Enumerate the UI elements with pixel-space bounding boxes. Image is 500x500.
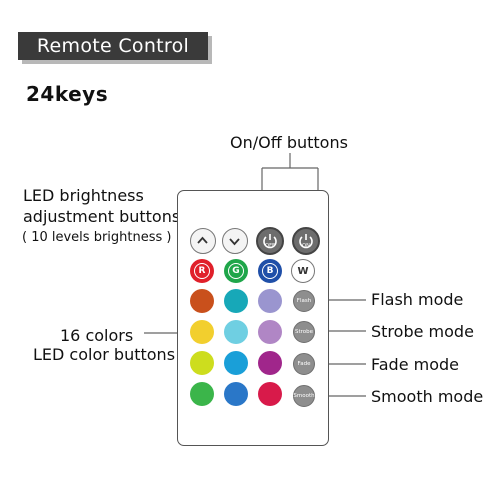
color-button-orange[interactable] — [190, 289, 214, 313]
brightness-up-button[interactable] — [190, 228, 216, 254]
red-button-label: R — [194, 263, 210, 279]
color-button-magenta[interactable] — [258, 351, 282, 375]
power-on-button[interactable]: ON — [292, 227, 320, 255]
strobe-button[interactable]: Strobe — [293, 321, 315, 343]
brightness-label-line3: ( 10 levels brightness ) — [22, 230, 172, 245]
brightness-label-line1: LED brightness — [23, 186, 144, 205]
power-off-button[interactable]: OFF — [256, 227, 284, 255]
chevron-up-icon — [197, 236, 208, 244]
color-button-crimson[interactable] — [258, 382, 282, 406]
color-button-bright-green[interactable] — [190, 382, 214, 406]
color-button-teal[interactable] — [224, 289, 248, 313]
colors-label-line1: 16 colors — [60, 326, 134, 345]
green-button[interactable]: G — [224, 259, 248, 283]
brightness-label-line2: adjustment buttons — [23, 207, 181, 226]
fade-mode-label: Fade mode — [371, 355, 459, 374]
color-button-sky-blue[interactable] — [224, 351, 248, 375]
red-button[interactable]: R — [190, 259, 214, 283]
power-on-text: ON — [302, 243, 310, 249]
blue-button[interactable]: B — [258, 259, 282, 283]
smooth-mode-label: Smooth mode — [371, 387, 484, 406]
chevron-down-icon — [229, 238, 240, 246]
strobe-mode-label: Strobe mode — [371, 322, 474, 341]
color-button-royal-blue[interactable] — [224, 382, 248, 406]
green-button-label: G — [228, 263, 244, 279]
colors-label-line2: LED color buttons — [33, 345, 176, 364]
white-button-label: W — [297, 265, 309, 277]
color-button-lime[interactable] — [190, 351, 214, 375]
blue-button-label: B — [262, 263, 278, 279]
fade-button-label: Fade — [297, 361, 311, 367]
strobe-button-label: Strobe — [294, 329, 314, 335]
flash-button-label: Flash — [296, 298, 312, 304]
white-button[interactable]: W — [291, 259, 315, 283]
smooth-button-label: Smooth — [293, 393, 315, 399]
color-button-light-cyan[interactable] — [224, 320, 248, 344]
power-off-text: OFF — [265, 243, 275, 249]
power-icon — [299, 234, 313, 249]
color-button-lavender[interactable] — [258, 289, 282, 313]
title-banner: Remote Control — [18, 32, 208, 60]
flash-mode-label: Flash mode — [371, 290, 464, 309]
brightness-down-button[interactable] — [222, 228, 248, 254]
fade-button[interactable]: Fade — [293, 353, 315, 375]
onoff-label: On/Off buttons — [230, 133, 348, 152]
flash-button[interactable]: Flash — [293, 290, 315, 312]
color-button-yellow[interactable] — [190, 320, 214, 344]
color-button-light-purple[interactable] — [258, 320, 282, 344]
smooth-button[interactable]: Smooth — [293, 385, 315, 407]
page-title: Remote Control — [36, 35, 190, 57]
power-icon — [263, 234, 277, 249]
key-count-heading: 24keys — [26, 82, 109, 106]
